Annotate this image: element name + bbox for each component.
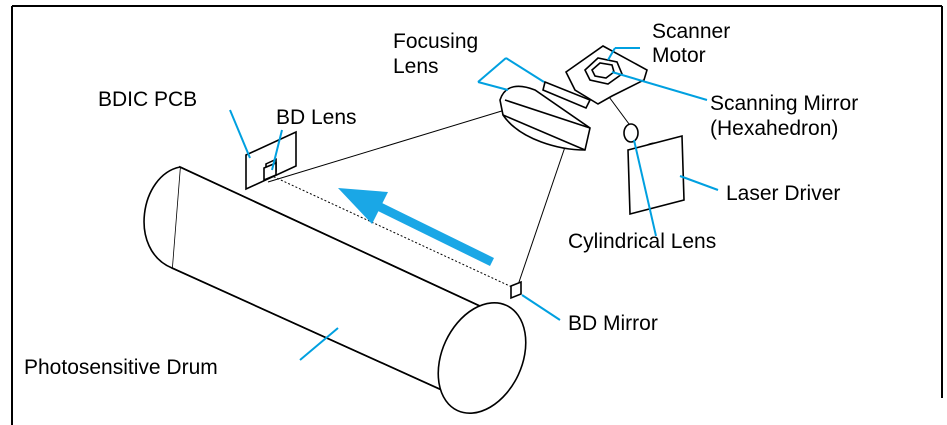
scanner-motor: [564, 45, 648, 105]
photosensitive-drum-label: Photosensitive Drum: [24, 356, 218, 379]
diagram-frame: [11, 5, 943, 425]
scanner-motor-label-line1: Scanner: [652, 20, 730, 43]
scanning-mirror-label-line2: (Hexahedron): [710, 117, 838, 140]
focusing-lens-label-line2: Lens: [393, 55, 439, 78]
bdic-pcb-label: BDIC PCB: [98, 88, 197, 111]
laser-beam-paths: [267, 81, 633, 289]
callout-lines: [229, 47, 719, 361]
bd-lens-label: BD Lens: [276, 106, 357, 129]
scanner-motor-label-line2: Motor: [652, 44, 706, 67]
bd-mirror: [510, 280, 522, 300]
cylindrical-lens: [623, 123, 639, 143]
focusing-lens-label-line1: Focusing: [393, 30, 478, 53]
scan-direction-arrow: [338, 188, 494, 267]
labels: Focusing Lens Scanner Motor BDIC PCB BD …: [24, 20, 858, 379]
cylindrical-lens-label: Cylindrical Lens: [568, 230, 716, 253]
scanning-mirror-label-line1: Scanning Mirror: [710, 92, 858, 115]
focusing-lens: [499, 80, 592, 151]
bdic-pcb: [245, 130, 297, 191]
photosensitive-drum: [143, 165, 527, 415]
laser-driver-label: Laser Driver: [726, 182, 840, 205]
laser-driver: [627, 134, 685, 216]
bd-mirror-label: BD Mirror: [568, 312, 658, 335]
